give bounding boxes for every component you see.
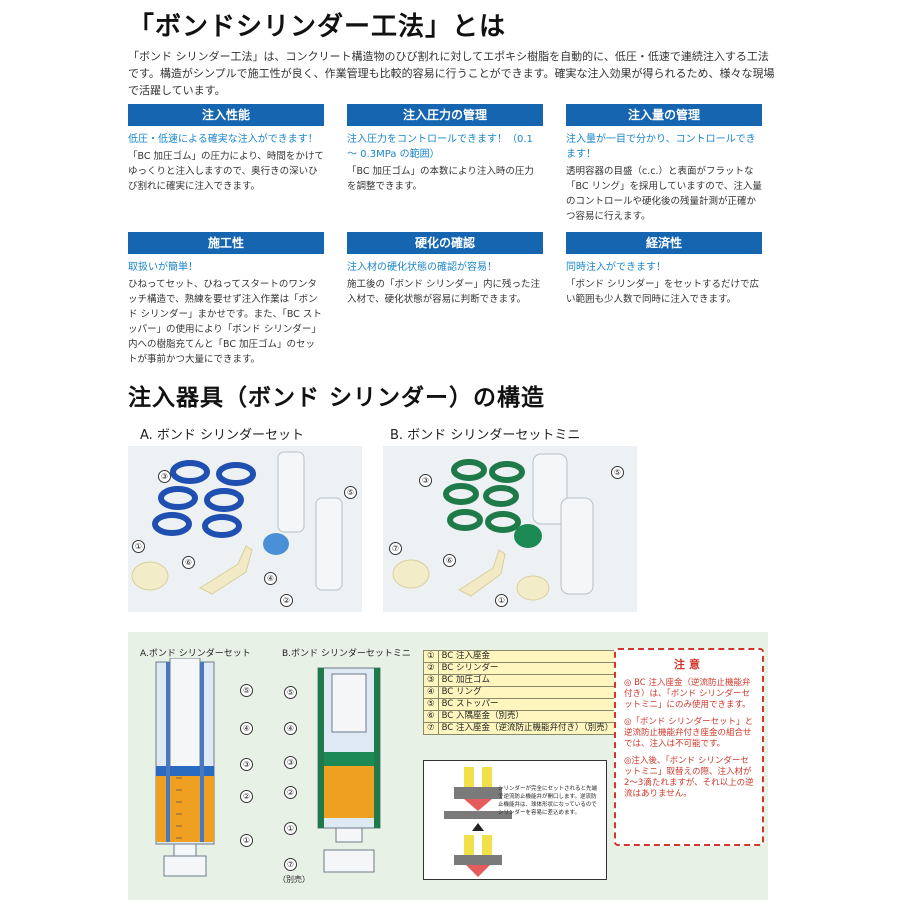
notice-item: ◎注入後、「ボンド シリンダーセットミニ」取替えの際、注入材が2～3滴たれますが… bbox=[624, 756, 754, 799]
feature-body: 「BC 加圧ゴム」の圧力により、時間をかけてゆっくりと注入しますので、奥行きの深… bbox=[128, 151, 324, 192]
callout-3: ③ bbox=[284, 756, 297, 769]
part-name: BC 注入座金（逆流防止機能弁付き）（別売） bbox=[437, 722, 618, 735]
notice-item: ◎「ボンド シリンダーセット」と逆流防止機能弁付き座金の組合せでは、注入は不可能… bbox=[624, 717, 754, 749]
photo-b-title: B. ボンド シリンダーセットミニ bbox=[390, 428, 581, 443]
set-b-illustration bbox=[392, 453, 594, 601]
photo-set-b: ③ ⑤ ⑦ ⑥ ① bbox=[383, 446, 637, 612]
callout-1: ① bbox=[495, 594, 508, 607]
callout-3: ③ bbox=[240, 758, 253, 771]
intro-text: 「ボンド シリンダー工法」は、コンクリート構造物のひび割れに対してエポキシ樹脂を… bbox=[128, 50, 775, 97]
callout-5: ⑤ bbox=[284, 686, 297, 699]
valve-note: シリンダーが完全にセットされると先端で逆流防止機能弁が開口します。逆流防止機能弁… bbox=[498, 786, 598, 816]
feature-lead: 取扱いが簡単！ bbox=[128, 262, 198, 273]
part-number: ② bbox=[423, 662, 439, 675]
feature-economy: 経済性 同時注入ができます！ 「ボンド シリンダー」をセットするだけで広い範囲も… bbox=[566, 232, 762, 307]
feature-body: 「BC 加圧ゴム」の本数により注入時の圧力を調整できます。 bbox=[347, 166, 534, 192]
part-name: BC 注入座金 bbox=[437, 650, 618, 663]
callout-1: ① bbox=[284, 822, 297, 835]
callout-4: ④ bbox=[240, 722, 253, 735]
part-number: ⑥ bbox=[423, 710, 439, 723]
part-number: ① bbox=[423, 650, 439, 663]
part-number: ③ bbox=[423, 674, 439, 687]
valve-detail-illustration bbox=[444, 767, 512, 877]
diagram-b-title: B.ボンド シリンダーセットミニ bbox=[282, 649, 411, 659]
diagram-a-title: A.ボンド シリンダーセット bbox=[140, 649, 251, 659]
feature-injection: 注入性能 低圧・低速による確実な注入ができます！ 「BC 加圧ゴム」の圧力により… bbox=[128, 104, 324, 194]
callout-6: ⑥ bbox=[182, 556, 195, 569]
feature-volume: 注入量の管理 注入量が一目で分かり、コントロールできます！ 透明容器の目盛（c.… bbox=[566, 104, 762, 224]
feature-title: 硬化の確認 bbox=[347, 232, 543, 254]
callout-4: ④ bbox=[284, 722, 297, 735]
callout-4: ④ bbox=[264, 572, 277, 585]
separately-sold-label: （別売） bbox=[278, 875, 310, 884]
callout-7: ⑦ bbox=[284, 858, 297, 871]
callout-1: ① bbox=[240, 834, 253, 847]
valve-detail-box bbox=[423, 760, 607, 880]
feature-body: ひねってセット、ひねってスタートのワンタッチ構造で、熟練を要せず注入作業は「ボン… bbox=[128, 279, 322, 365]
feature-workability: 施工性 取扱いが簡単！ ひねってセット、ひねってスタートのワンタッチ構造で、熟練… bbox=[128, 232, 324, 367]
notice-item: ◎ BC 注入座金（逆流防止機能弁付き）は、「ボンド シリンダーセットミニ」にの… bbox=[624, 678, 751, 710]
callout-3: ③ bbox=[158, 470, 171, 483]
callout-1: ① bbox=[132, 540, 145, 553]
feature-curing: 硬化の確認 注入材の硬化状態の確認が容易！ 施工後の「ボンド シリンダー」内に残… bbox=[347, 232, 543, 307]
callout-5: ⑤ bbox=[611, 466, 624, 479]
notice-title: 注意 bbox=[674, 658, 704, 671]
callout-7: ⑦ bbox=[389, 542, 402, 555]
feature-body: 透明容器の目盛（c.c.）と表面がフラットな「BC リング」を採用していますので… bbox=[566, 166, 762, 222]
callout-5: ⑤ bbox=[240, 684, 253, 697]
page-title: 「ボンドシリンダー工法」とは bbox=[128, 12, 507, 42]
structure-title: 注入器具（ボンド シリンダー）の構造 bbox=[128, 385, 546, 411]
part-name: BC 入隅座金（別売） bbox=[437, 710, 618, 723]
feature-pressure: 注入圧力の管理 注入圧力をコントロールできます！（0.1 ～ 0.3MPa の範… bbox=[347, 104, 543, 194]
callout-5: ⑤ bbox=[344, 486, 357, 499]
part-name: BC 加圧ゴム bbox=[437, 674, 618, 687]
part-number: ⑤ bbox=[423, 698, 439, 711]
part-name: BC リング bbox=[437, 686, 618, 699]
feature-body: 施工後の「ボンド シリンダー」内に残った注入材で、硬化状態が容易に判断できます。 bbox=[347, 279, 541, 305]
feature-title: 施工性 bbox=[128, 232, 324, 254]
part-name: BC ストッパー bbox=[437, 698, 618, 711]
cylinder-b-drawing bbox=[317, 667, 381, 873]
callout-6: ⑥ bbox=[443, 554, 456, 567]
photo-a-title: A. ボンド シリンダーセット bbox=[140, 428, 305, 443]
part-number: ⑦ bbox=[423, 722, 439, 735]
callout-2: ② bbox=[284, 786, 297, 799]
callout-3: ③ bbox=[419, 474, 432, 487]
callout-2: ② bbox=[240, 790, 253, 803]
notice-box: 注意 ◎ BC 注入座金（逆流防止機能弁付き）は、「ボンド シリンダーセットミニ… bbox=[614, 648, 764, 846]
feature-body: 「ボンド シリンダー」をセットするだけで広い範囲も少人数で同時に注入できます。 bbox=[566, 279, 760, 305]
feature-lead: 同時注入ができます！ bbox=[566, 262, 666, 273]
photo-set-a: ③ ⑤ ① ⑥ ④ ② bbox=[128, 446, 362, 612]
part-name: BC シリンダー bbox=[437, 662, 618, 675]
set-a-illustration bbox=[131, 451, 343, 595]
feature-title: 注入圧力の管理 bbox=[347, 104, 543, 126]
part-number: ④ bbox=[423, 686, 439, 699]
feature-title: 注入量の管理 bbox=[566, 104, 762, 126]
feature-lead: 注入圧力をコントロールできます！（0.1 ～ 0.3MPa の範囲） bbox=[347, 134, 533, 160]
feature-lead: 低圧・低速による確実な注入ができます！ bbox=[128, 134, 318, 145]
feature-title: 注入性能 bbox=[128, 104, 324, 126]
feature-title: 経済性 bbox=[566, 232, 762, 254]
feature-lead: 注入材の硬化状態の確認が容易！ bbox=[347, 262, 497, 273]
feature-lead: 注入量が一目で分かり、コントロールできます！ bbox=[566, 134, 756, 160]
callout-2: ② bbox=[280, 594, 293, 607]
cylinder-a-drawing bbox=[155, 658, 215, 877]
